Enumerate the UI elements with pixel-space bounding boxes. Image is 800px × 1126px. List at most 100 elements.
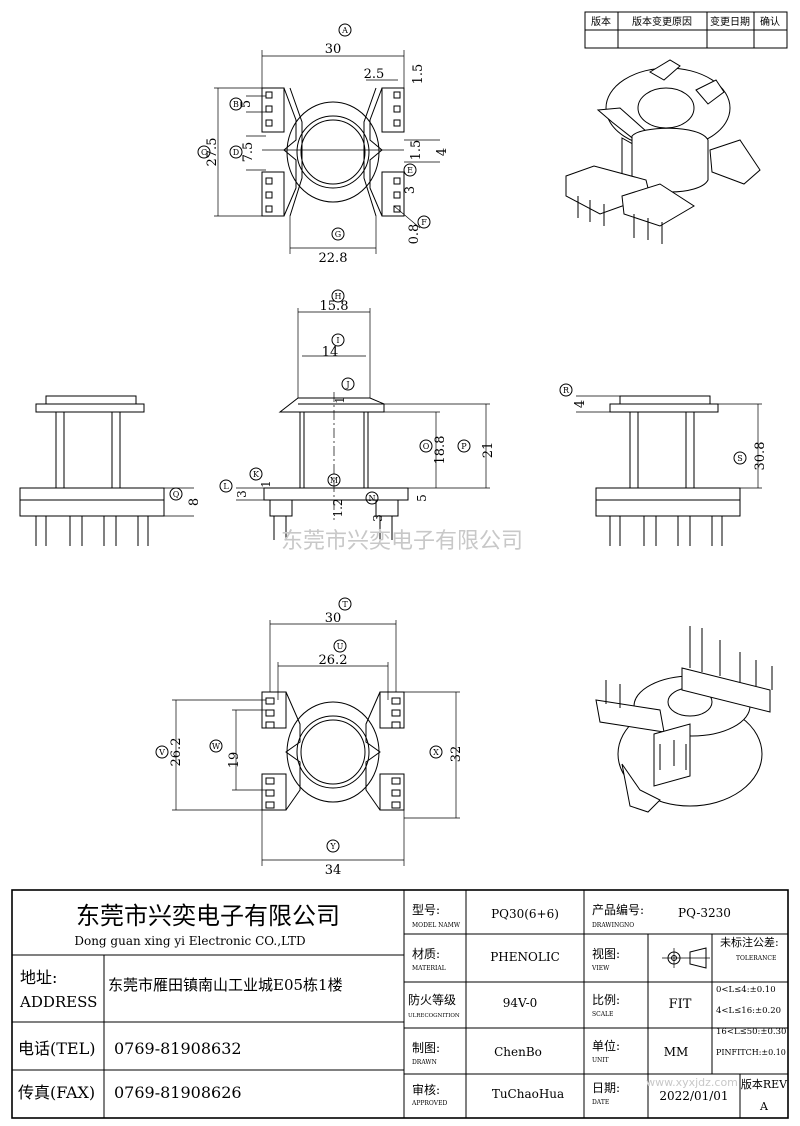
dim-1-2: 1.2 bbox=[331, 498, 345, 517]
drawn-label-cn: 制图: bbox=[412, 1041, 440, 1055]
address-label-en: ADDRESS bbox=[19, 993, 97, 1011]
material-value: PHENOLIC bbox=[490, 950, 560, 964]
bubble-c: C bbox=[201, 148, 207, 157]
unit-value: MM bbox=[664, 1045, 689, 1059]
dim-14: 14 bbox=[322, 345, 339, 360]
revision-table: 版本 版本变更原因 变更日期 确认 bbox=[584, 11, 788, 49]
bubble-u: U bbox=[337, 642, 344, 651]
tolerance-line-3: 16<L≤50:±0.30 bbox=[716, 1027, 786, 1037]
bubble-w: W bbox=[212, 742, 221, 751]
bubble-v: V bbox=[158, 748, 165, 757]
top-view: 30 A 2.5 1.5 27.5 C 5 B 7.5 D 1.5 4 E 3 … bbox=[197, 23, 450, 266]
dim-3-b: 3 bbox=[371, 514, 385, 522]
bubble-y: Y bbox=[329, 842, 336, 851]
unit-label-en: UNIT bbox=[592, 1057, 609, 1064]
watermark-text: 东莞市兴奕电子有限公司 bbox=[281, 529, 523, 554]
dim-26-2-horizontal: 26.2 bbox=[319, 653, 348, 668]
dim-3-a: 3 bbox=[235, 490, 249, 498]
bubble-a: A bbox=[341, 26, 348, 35]
dim-1-a: 1 bbox=[333, 396, 347, 404]
dim-21: 21 bbox=[481, 442, 496, 459]
fax-value: 0769-81908626 bbox=[114, 1083, 242, 1102]
revision-header-reason: 版本变更原因 bbox=[632, 15, 692, 28]
front-view-center: H 15.8 I 14 J 1 O 18.8 P 21 L 3 K 1 M 1.… bbox=[219, 289, 496, 540]
revision-header-confirm: 确认 bbox=[760, 15, 780, 28]
dim-7-5: 7.5 bbox=[241, 142, 256, 163]
address-value: 东莞市雁田镇南山工业城E05栋1楼 bbox=[108, 976, 343, 994]
bubble-f: F bbox=[421, 218, 427, 227]
drawing-no-label-en: DRAWINGNO bbox=[592, 922, 634, 929]
approved-label-cn: 审核: bbox=[412, 1082, 440, 1097]
flame-label-en: ULRECOGNITION bbox=[408, 1013, 460, 1019]
bubble-s: S bbox=[737, 454, 742, 463]
revision-header-version: 版本 bbox=[591, 15, 611, 28]
rev-label: 版本REV bbox=[741, 1077, 788, 1091]
model-label-en: MODEL NAMW bbox=[412, 922, 461, 929]
bubble-t: T bbox=[342, 600, 348, 609]
dim-30-8: 30.8 bbox=[753, 442, 768, 471]
side-view-right: R 4 S 30.8 bbox=[559, 383, 768, 546]
approved-label-en: APPROVED bbox=[411, 1100, 447, 1107]
scale-label-en: SCALE bbox=[592, 1011, 613, 1018]
tolerance-line-1: 0<L≤4:±0.10 bbox=[716, 985, 776, 995]
dim-1-5-a: 1.5 bbox=[411, 64, 426, 85]
model-label-cn: 型号: bbox=[412, 903, 440, 917]
scale-value: FIT bbox=[669, 997, 692, 1012]
view-label-cn: 视图: bbox=[592, 946, 620, 961]
bubble-o: O bbox=[423, 442, 430, 451]
isometric-view-top bbox=[565, 59, 761, 244]
dim-19: 19 bbox=[227, 752, 242, 769]
drawn-label-en: DRAWN bbox=[412, 1059, 437, 1066]
projection-symbol-icon bbox=[662, 947, 710, 969]
dim-34: 34 bbox=[325, 863, 342, 878]
tolerance-line-2: 4<L≤16:±0.20 bbox=[716, 1006, 781, 1016]
tel-value: 0769-81908632 bbox=[114, 1039, 242, 1058]
dim-1-b: 1 bbox=[259, 480, 273, 488]
date-label-cn: 日期: bbox=[592, 1081, 620, 1095]
dim-27-5: 27.5 bbox=[205, 138, 220, 167]
tolerance-line-4: PINFITCH:±0.10 bbox=[716, 1048, 786, 1057]
dim-32: 32 bbox=[449, 746, 464, 763]
dim-4-side: 4 bbox=[573, 400, 588, 408]
company-name-cn: 东莞市兴奕电子有限公司 bbox=[76, 902, 340, 930]
rev-value: A bbox=[759, 1100, 769, 1113]
side-view-left: Q 8 bbox=[19, 395, 202, 546]
drawing-no-label-cn: 产品编号: bbox=[592, 902, 644, 917]
address-label-cn: 地址: bbox=[20, 968, 57, 987]
bubble-e: E bbox=[407, 166, 413, 175]
watermark-url: www.xyxjdz.com bbox=[646, 1076, 738, 1089]
dim-18-8: 18.8 bbox=[433, 436, 448, 465]
dim-22-8: 22.8 bbox=[319, 251, 348, 266]
dim-0-8: 0.8 bbox=[407, 224, 422, 245]
bubble-j: J bbox=[345, 380, 349, 389]
unit-label-cn: 单位: bbox=[592, 1038, 620, 1053]
dim-4-top: 4 bbox=[435, 148, 450, 156]
drawing-no-value: PQ-3230 bbox=[678, 906, 731, 920]
title-block: 东莞市兴奕电子有限公司 Dong guan xing yi Electronic… bbox=[11, 889, 789, 1119]
dim-8: 8 bbox=[187, 498, 202, 506]
bubble-d: D bbox=[233, 148, 239, 157]
dim-5-side: 5 bbox=[415, 494, 429, 502]
dim-30-top: 30 bbox=[325, 42, 342, 57]
material-label-cn: 材质: bbox=[412, 947, 440, 961]
dim-1-5-b: 1.5 bbox=[409, 140, 424, 161]
bubble-q: Q bbox=[173, 490, 180, 499]
bubble-b: B bbox=[233, 100, 239, 109]
bottom-view: T 30 U 26.2 V 26.2 W 19 X 32 Y bbox=[155, 597, 464, 878]
dim-2-5: 2.5 bbox=[364, 67, 385, 82]
revision-header-date: 变更日期 bbox=[710, 15, 750, 28]
drawn-value: ChenBo bbox=[494, 1045, 542, 1059]
company-name-en: Dong guan xing yi Electronic CO.,LTD bbox=[74, 934, 305, 948]
isometric-view-bottom bbox=[595, 626, 773, 813]
approved-value: TuChaoHua bbox=[492, 1087, 564, 1101]
dim-26-2-vertical: 26.2 bbox=[169, 738, 184, 767]
tolerance-label-en: TOLERANCE bbox=[736, 955, 776, 962]
bubble-n: N bbox=[369, 494, 376, 503]
flame-value: 94V-0 bbox=[503, 996, 538, 1010]
bubble-l: L bbox=[223, 482, 229, 491]
bubble-r: R bbox=[563, 386, 570, 395]
view-label-en: VIEW bbox=[591, 965, 610, 972]
date-value: 2022/01/01 bbox=[659, 1089, 728, 1103]
bubble-x: X bbox=[433, 748, 439, 757]
